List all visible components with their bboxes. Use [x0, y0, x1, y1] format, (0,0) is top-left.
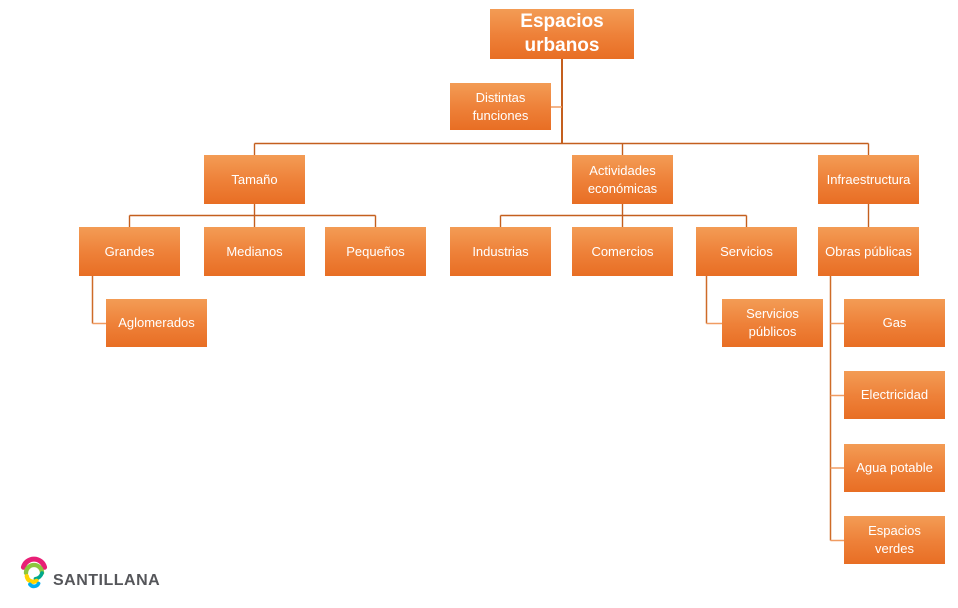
- node-label: Espacios urbanos: [520, 10, 604, 56]
- connector-lines-elbow-horizontal: [92, 106, 844, 542]
- node-label: Industrias: [472, 243, 529, 259]
- node-label: Distintas funciones: [472, 89, 529, 123]
- node-label: Comercios: [591, 243, 654, 259]
- node-agua-potable: Agua potable: [844, 444, 945, 492]
- node-label: Servicios: [720, 243, 773, 259]
- node-label: Tamaño: [231, 171, 278, 187]
- node-label: Infraestructura: [826, 171, 911, 187]
- node-electricidad: Electricidad: [844, 371, 945, 419]
- node-espacios-verdes: Espacios verdes: [844, 516, 945, 564]
- node-comercios: Comercios: [572, 227, 673, 276]
- brand-name: SANTILLANA: [53, 571, 161, 589]
- node-label: Electricidad: [860, 387, 929, 403]
- node-actividades-economicas: Actividades económicas: [572, 155, 673, 204]
- node-label: Gas: [882, 315, 907, 331]
- node-infraestructura: Infraestructura: [818, 155, 919, 204]
- connector-lines-main: [128, 59, 870, 227]
- node-label: Grandes: [104, 243, 155, 259]
- node-label: Obras públicas: [825, 243, 912, 259]
- node-industrias: Industrias: [450, 227, 551, 276]
- node-obras-publicas: Obras públicas: [818, 227, 919, 276]
- node-label: Agua potable: [856, 460, 933, 476]
- node-aglomerados: Aglomerados: [106, 299, 207, 347]
- node-label: Medianos: [226, 243, 283, 259]
- node-label: Pequeños: [346, 243, 405, 259]
- santillana-swirl-icon: [18, 551, 50, 600]
- node-servicios-publicos: Servicios públicos: [722, 299, 823, 347]
- santillana-logo: SANTILLANA: [18, 551, 160, 600]
- connector-lines-elbow-vertical: [91, 276, 832, 541]
- node-servicios: Servicios: [696, 227, 797, 276]
- node-label: Actividades económicas: [587, 162, 658, 196]
- node-label: Servicios públicos: [746, 306, 799, 339]
- node-gas: Gas: [844, 299, 945, 347]
- node-grandes: Grandes: [79, 227, 180, 276]
- node-tamano: Tamaño: [204, 155, 305, 204]
- node-pequenos: Pequeños: [325, 227, 426, 276]
- node-label: Aglomerados: [118, 315, 195, 331]
- node-espacios-urbanos: Espacios urbanos: [490, 9, 634, 59]
- node-medianos: Medianos: [204, 227, 305, 276]
- node-distintas-funciones: Distintas funciones: [450, 83, 551, 130]
- node-label: Espacios verdes: [868, 523, 921, 556]
